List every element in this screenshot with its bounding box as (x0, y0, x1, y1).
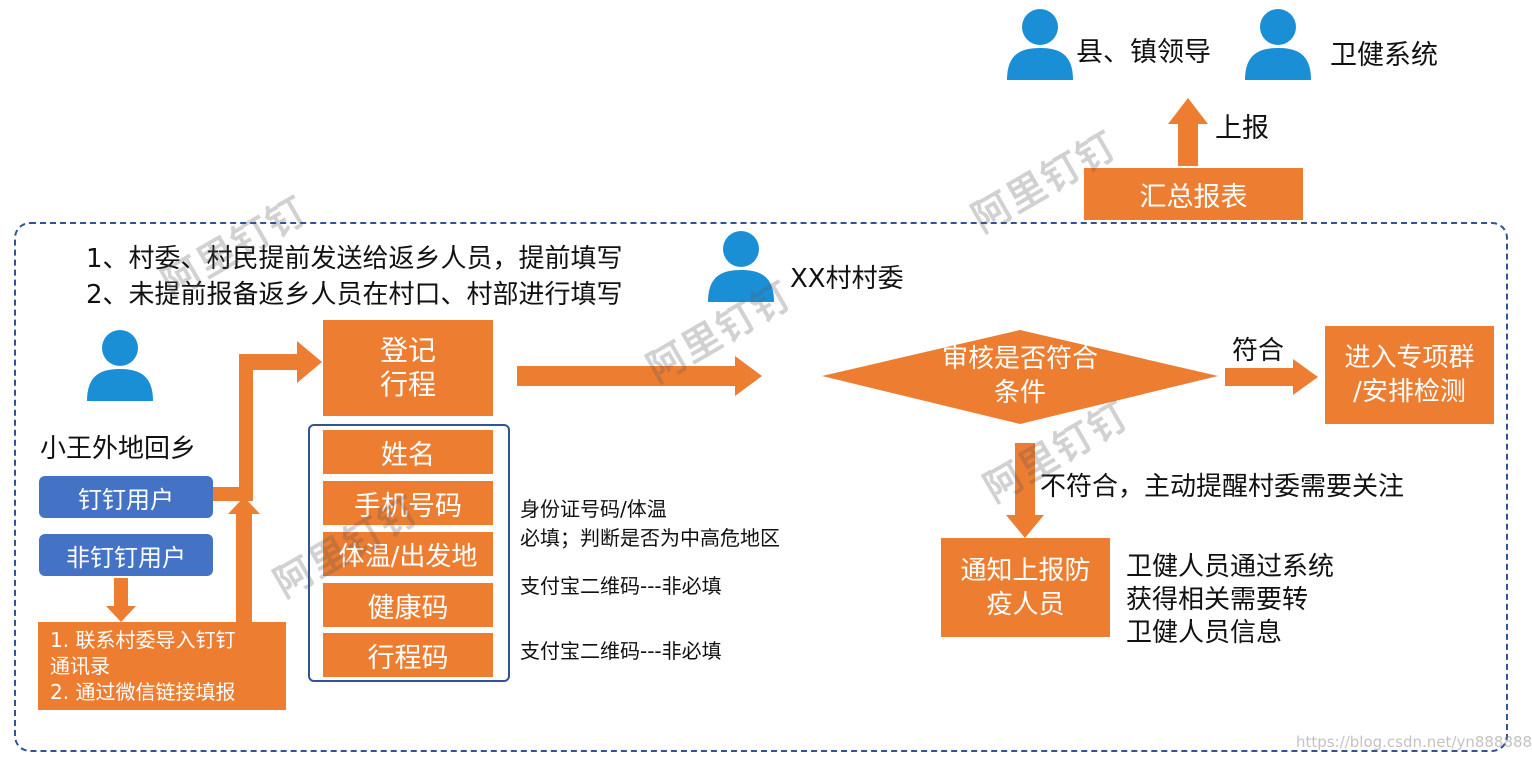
fail-label: 不符合，主动提醒村委需要关注 (1040, 472, 1405, 502)
field-travel-code: 行程码 (323, 633, 493, 677)
field-health-code: 健康码 (323, 583, 493, 627)
footer-url-watermark: https://blog.csdn.net/yn888888 (1296, 733, 1532, 751)
register-to-review-arrow (517, 356, 762, 396)
instruction-line-2: 2、未提前报备返乡人员在村口、村部进行填写 (86, 280, 623, 310)
pass-label: 符合 (1232, 336, 1285, 366)
required-fields-note: 身份证号码/体温 必填；判断是否为中高危地区 (520, 497, 780, 550)
dingtalk-user-button[interactable]: 钉钉用户 (39, 476, 213, 518)
register-fields-group (308, 424, 510, 682)
pass-arrow (1225, 359, 1318, 395)
travel-code-note: 支付宝二维码---非必填 (520, 639, 722, 663)
non-user-down-arrow (106, 578, 136, 622)
dingtalk-to-register-arrow (213, 341, 322, 501)
steps-up-arrow (228, 497, 260, 622)
register-trip-box: 登记 行程 (323, 320, 493, 416)
review-diamond-shape (822, 330, 1218, 424)
summary-report-box: 汇总报表 (1084, 168, 1303, 220)
enter-special-group-box: 进入专项群 /安排检测 (1325, 326, 1494, 424)
leader-label: 县、镇领导 (1076, 37, 1211, 68)
notify-epidemic-staff-box: 通知上报防 疫人员 (941, 538, 1110, 637)
report-up-label: 上报 (1215, 113, 1269, 144)
health-system-label: 卫健系统 (1330, 40, 1438, 71)
health-code-note: 支付宝二维码---非必填 (520, 574, 722, 598)
health-system-person-icon (1245, 9, 1311, 80)
village-process-container (14, 222, 1508, 752)
health-staff-note: 卫健人员通过系统 获得相关需要转 卫健人员信息 (1126, 552, 1335, 648)
village-committee-label: XX村村委 (790, 264, 904, 294)
instruction-line-1: 1、村委、村民提前发送给返乡人员，提前填写 (86, 244, 623, 274)
village-committee-person-icon (708, 231, 774, 302)
leader-person-icon (1007, 9, 1073, 80)
non-user-steps-box: 1. 联系村委导入钉钉 通讯录 2. 通过微信链接填报 (38, 622, 286, 710)
non-dingtalk-user-button[interactable]: 非钉钉用户 (39, 534, 213, 576)
review-diamond-label: 审核是否符合 条件 (941, 344, 1098, 408)
report-up-arrow (1168, 98, 1208, 166)
field-name: 姓名 (323, 430, 493, 474)
returnee-person-icon (87, 330, 153, 401)
field-temperature-origin: 体温/出发地 (323, 532, 493, 576)
field-phone: 手机号码 (323, 481, 493, 525)
returnee-label: 小王外地回乡 (40, 434, 197, 464)
fail-arrow (1006, 443, 1044, 538)
